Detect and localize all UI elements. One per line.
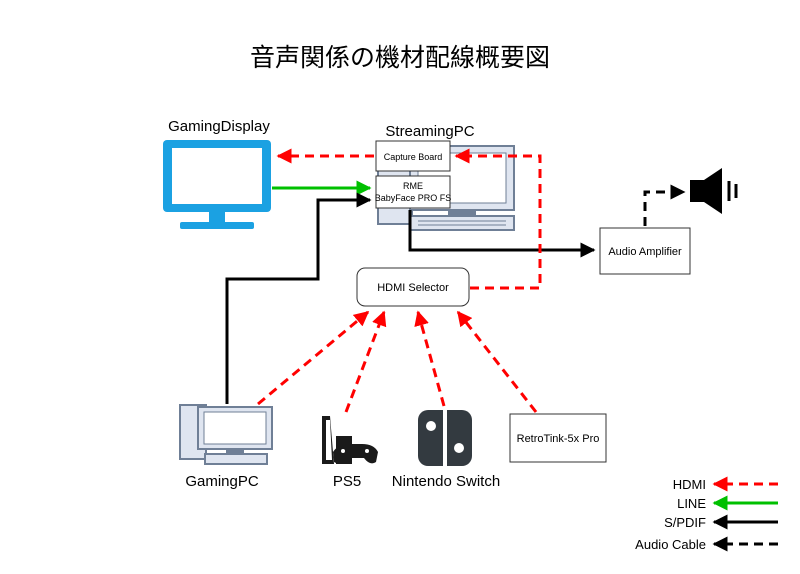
ps5-console-icon	[322, 416, 378, 464]
hdmi-selector-box	[356, 267, 470, 307]
hdmi-selector-label: HDMI Selector	[377, 282, 449, 294]
gaming-display-label: GamingDisplay	[168, 118, 270, 135]
rme-label-line2: BabyFace PRO FS	[375, 193, 452, 203]
legend-hdmi-label: HDMI	[673, 477, 706, 492]
gaming-pc-desktop-pc-icon	[179, 404, 273, 465]
spdif-rme-to-amplifier	[408, 210, 596, 258]
rme-label-line1: RME	[403, 181, 423, 191]
hdmi-switch-to-selector	[414, 310, 446, 407]
audio-amplifier-label: Audio Amplifier	[608, 246, 682, 258]
retrotink-label: RetroTink-5x Pro	[517, 433, 600, 445]
audio-amp-to-speaker	[643, 184, 686, 226]
diagram-title: 音声関係の機材配線概要図	[250, 43, 550, 72]
streaming-pc-label: StreamingPC	[385, 123, 474, 140]
hdmi-ps5-to-selector	[344, 310, 387, 413]
legend-spdif-label: S/PDIF	[664, 515, 706, 530]
hdmi-selector-to-capture	[454, 148, 542, 290]
legend: HDMI LINE S/PDIF Audio Cable	[635, 476, 778, 552]
nintendo-switch-icon	[418, 410, 472, 466]
audio-amplifier-box	[599, 227, 691, 275]
nintendo-switch-label: Nintendo Switch	[392, 473, 500, 490]
capture-board-label: Capture Board	[384, 152, 443, 162]
ps5-label: PS5	[333, 473, 361, 490]
hdmi-gamingpc-to-selector	[257, 310, 370, 406]
hdmi-retrotink-to-selector	[456, 310, 538, 413]
legend-audio-cable-label: Audio Cable	[635, 537, 706, 552]
gaming-pc-label: GamingPC	[185, 473, 259, 490]
rme-babyface-box	[375, 175, 451, 209]
speaker-icon	[690, 168, 738, 214]
capture-board-box	[375, 140, 451, 172]
legend-line-label: LINE	[677, 496, 706, 511]
retrotink-box	[509, 413, 607, 463]
spdif-gamingpc-to-rme	[225, 192, 372, 404]
gaming-display-monitor-icon	[163, 140, 271, 229]
